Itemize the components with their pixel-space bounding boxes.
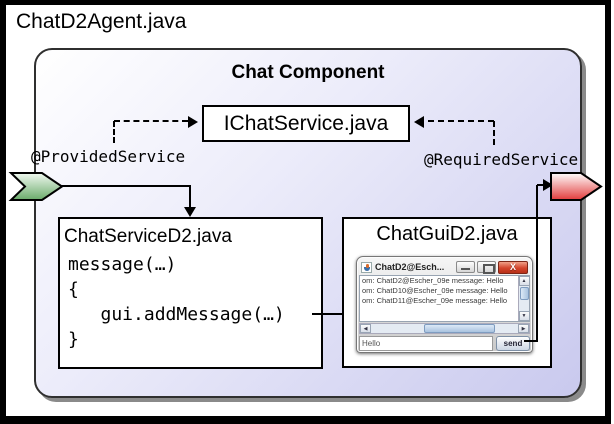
required-dashed-line <box>428 120 494 122</box>
chatservice-box <box>58 217 323 369</box>
code-line: gui.addMessage(…) <box>68 304 285 325</box>
provided-dashed-tick <box>113 121 115 143</box>
arrowhead-down-icon <box>184 207 196 217</box>
provided-dashed-line <box>114 120 188 122</box>
close-button[interactable]: X <box>498 260 528 274</box>
vertical-scrollbar[interactable]: ▲ ▼ <box>518 276 529 321</box>
required-connector-line <box>524 340 538 342</box>
horizontal-scrollbar[interactable]: ◀ ▶ <box>359 323 530 334</box>
chat-window: ChatD2@Esch... X om: ChatD2@Escher_09e m… <box>356 256 533 353</box>
chat-message: om: ChatD10@Escher_09e message: Hello <box>362 286 508 295</box>
scroll-thumb[interactable] <box>519 287 529 300</box>
provided-connector-line <box>189 185 191 208</box>
arrowhead-right-icon <box>188 116 198 128</box>
required-service-annotation: @RequiredService <box>424 150 579 169</box>
arrowhead-right-icon <box>543 179 553 191</box>
code-line: message(…) <box>68 254 177 275</box>
window-title: ChatD2@Esch... <box>375 262 445 272</box>
provided-connector-line <box>60 185 191 187</box>
scroll-up-icon[interactable]: ▲ <box>518 276 529 286</box>
required-dashed-tick <box>493 121 495 145</box>
chatservice-title: ChatServiceD2.java <box>64 226 232 247</box>
agent-title: ChatD2Agent.java <box>16 10 187 33</box>
scroll-thumb[interactable] <box>424 324 496 333</box>
message-list: om: ChatD2@Escher_09e message: Hello om:… <box>359 275 530 322</box>
chat-message: om: ChatD11@Escher_09e message: Hello <box>362 296 508 305</box>
ichatservice-box: IChatService.java <box>202 105 410 142</box>
message-input[interactable] <box>359 336 493 351</box>
chat-message: om: ChatD2@Escher_09e message: Hello <box>362 276 504 285</box>
java-icon <box>361 261 372 273</box>
scroll-right-icon[interactable]: ▶ <box>518 324 529 333</box>
code-line: } <box>68 329 79 350</box>
minimize-button[interactable] <box>456 261 475 273</box>
scroll-left-icon[interactable]: ◀ <box>360 324 371 333</box>
window-titlebar[interactable]: ChatD2@Esch... X <box>359 259 530 275</box>
provided-service-annotation: @ProvidedService <box>31 147 186 166</box>
required-connector-line <box>536 185 538 341</box>
maximize-button[interactable] <box>477 261 496 274</box>
code-block: message(…) { gui.addMessage(…) } <box>68 252 285 352</box>
arrowhead-left-icon <box>414 116 424 128</box>
addmessage-connector-line <box>312 313 350 315</box>
provided-port-arrow-icon <box>8 172 64 201</box>
required-connector-line <box>537 184 546 186</box>
scroll-down-icon[interactable]: ▼ <box>518 311 529 321</box>
code-line: { <box>68 279 79 300</box>
send-button[interactable]: send <box>496 336 530 351</box>
chatgui-title: ChatGuiD2.java <box>376 223 518 245</box>
chat-component-title: Chat Component <box>231 62 385 83</box>
required-port-arrow-icon <box>550 172 603 201</box>
